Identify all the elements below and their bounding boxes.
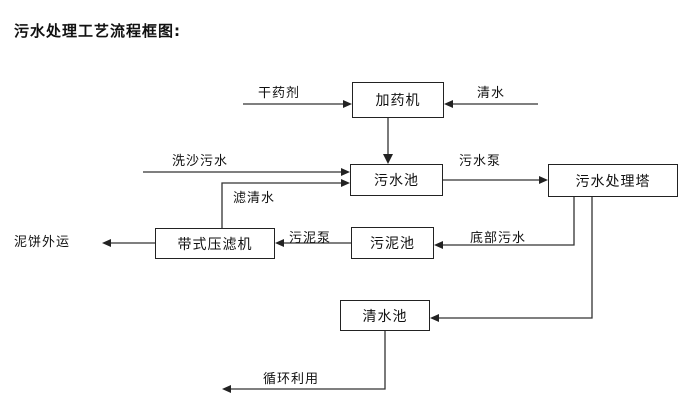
- edge-sludge-pump-to-belt-filter-press: [275, 239, 351, 247]
- edge-label-clean-water: 清水: [477, 86, 506, 101]
- node-treatment-tower[interactable]: 污水处理塔: [548, 164, 678, 197]
- edge-belt-filter-press-to-mud-cake-out: [102, 239, 155, 247]
- edge-clean-water-to-dosing-machine: [444, 100, 538, 108]
- edge-label-dry-chemical: 干药剂: [258, 86, 301, 101]
- page-title: 污水处理工艺流程框图:: [14, 22, 181, 40]
- edge-label-filtered-water: 滤清水: [233, 191, 276, 206]
- edge-dosing-machine-to-sewage-pool: [383, 118, 393, 164]
- edge-label-sand-wash-sewage: 洗沙污水: [172, 154, 229, 169]
- node-clear-water-pool[interactable]: 清水池: [340, 300, 430, 331]
- node-label-dosing-machine: 加药机: [375, 93, 421, 109]
- edge-label-bottom-sewage: 底部污水: [470, 231, 527, 246]
- edge-label-sludge-pump: 污泥泵: [289, 231, 332, 246]
- edge-dry-chemical-to-dosing-machine: [243, 100, 352, 108]
- edge-clear-water-pool-to-recycle-use: [222, 331, 386, 393]
- node-label-sludge-pool: 污泥池: [370, 236, 415, 252]
- edge-label-sewage-pump: 污水泵: [459, 154, 502, 169]
- node-label-belt-filter-press: 带式压滤机: [177, 236, 253, 253]
- node-label-sewage-pool: 污水池: [374, 173, 419, 189]
- node-belt-filter-press[interactable]: 带式压滤机: [155, 228, 275, 259]
- edge-label-recycle-use: 循环利用: [263, 372, 320, 387]
- node-sewage-pool[interactable]: 污水池: [350, 164, 443, 196]
- edge-bottom-sewage-to-sludge-pool: [434, 197, 575, 249]
- edge-treatment-tower-to-clear-water-pool: [430, 197, 593, 322]
- node-label-treatment-tower: 污水处理塔: [575, 173, 651, 190]
- edge-sand-wash-sewage-to-sewage-pool: [143, 168, 350, 176]
- node-dosing-machine[interactable]: 加药机: [352, 82, 444, 118]
- node-sludge-pool[interactable]: 污泥池: [351, 227, 434, 259]
- terminal-label-mud-cake-out: 泥饼外运: [14, 235, 71, 250]
- node-label-clear-water-pool: 清水池: [362, 308, 408, 325]
- edge-sewage-pump-to-treatment-tower: [443, 176, 548, 184]
- edge-filtered-water-to-sewage-pool: [221, 179, 350, 228]
